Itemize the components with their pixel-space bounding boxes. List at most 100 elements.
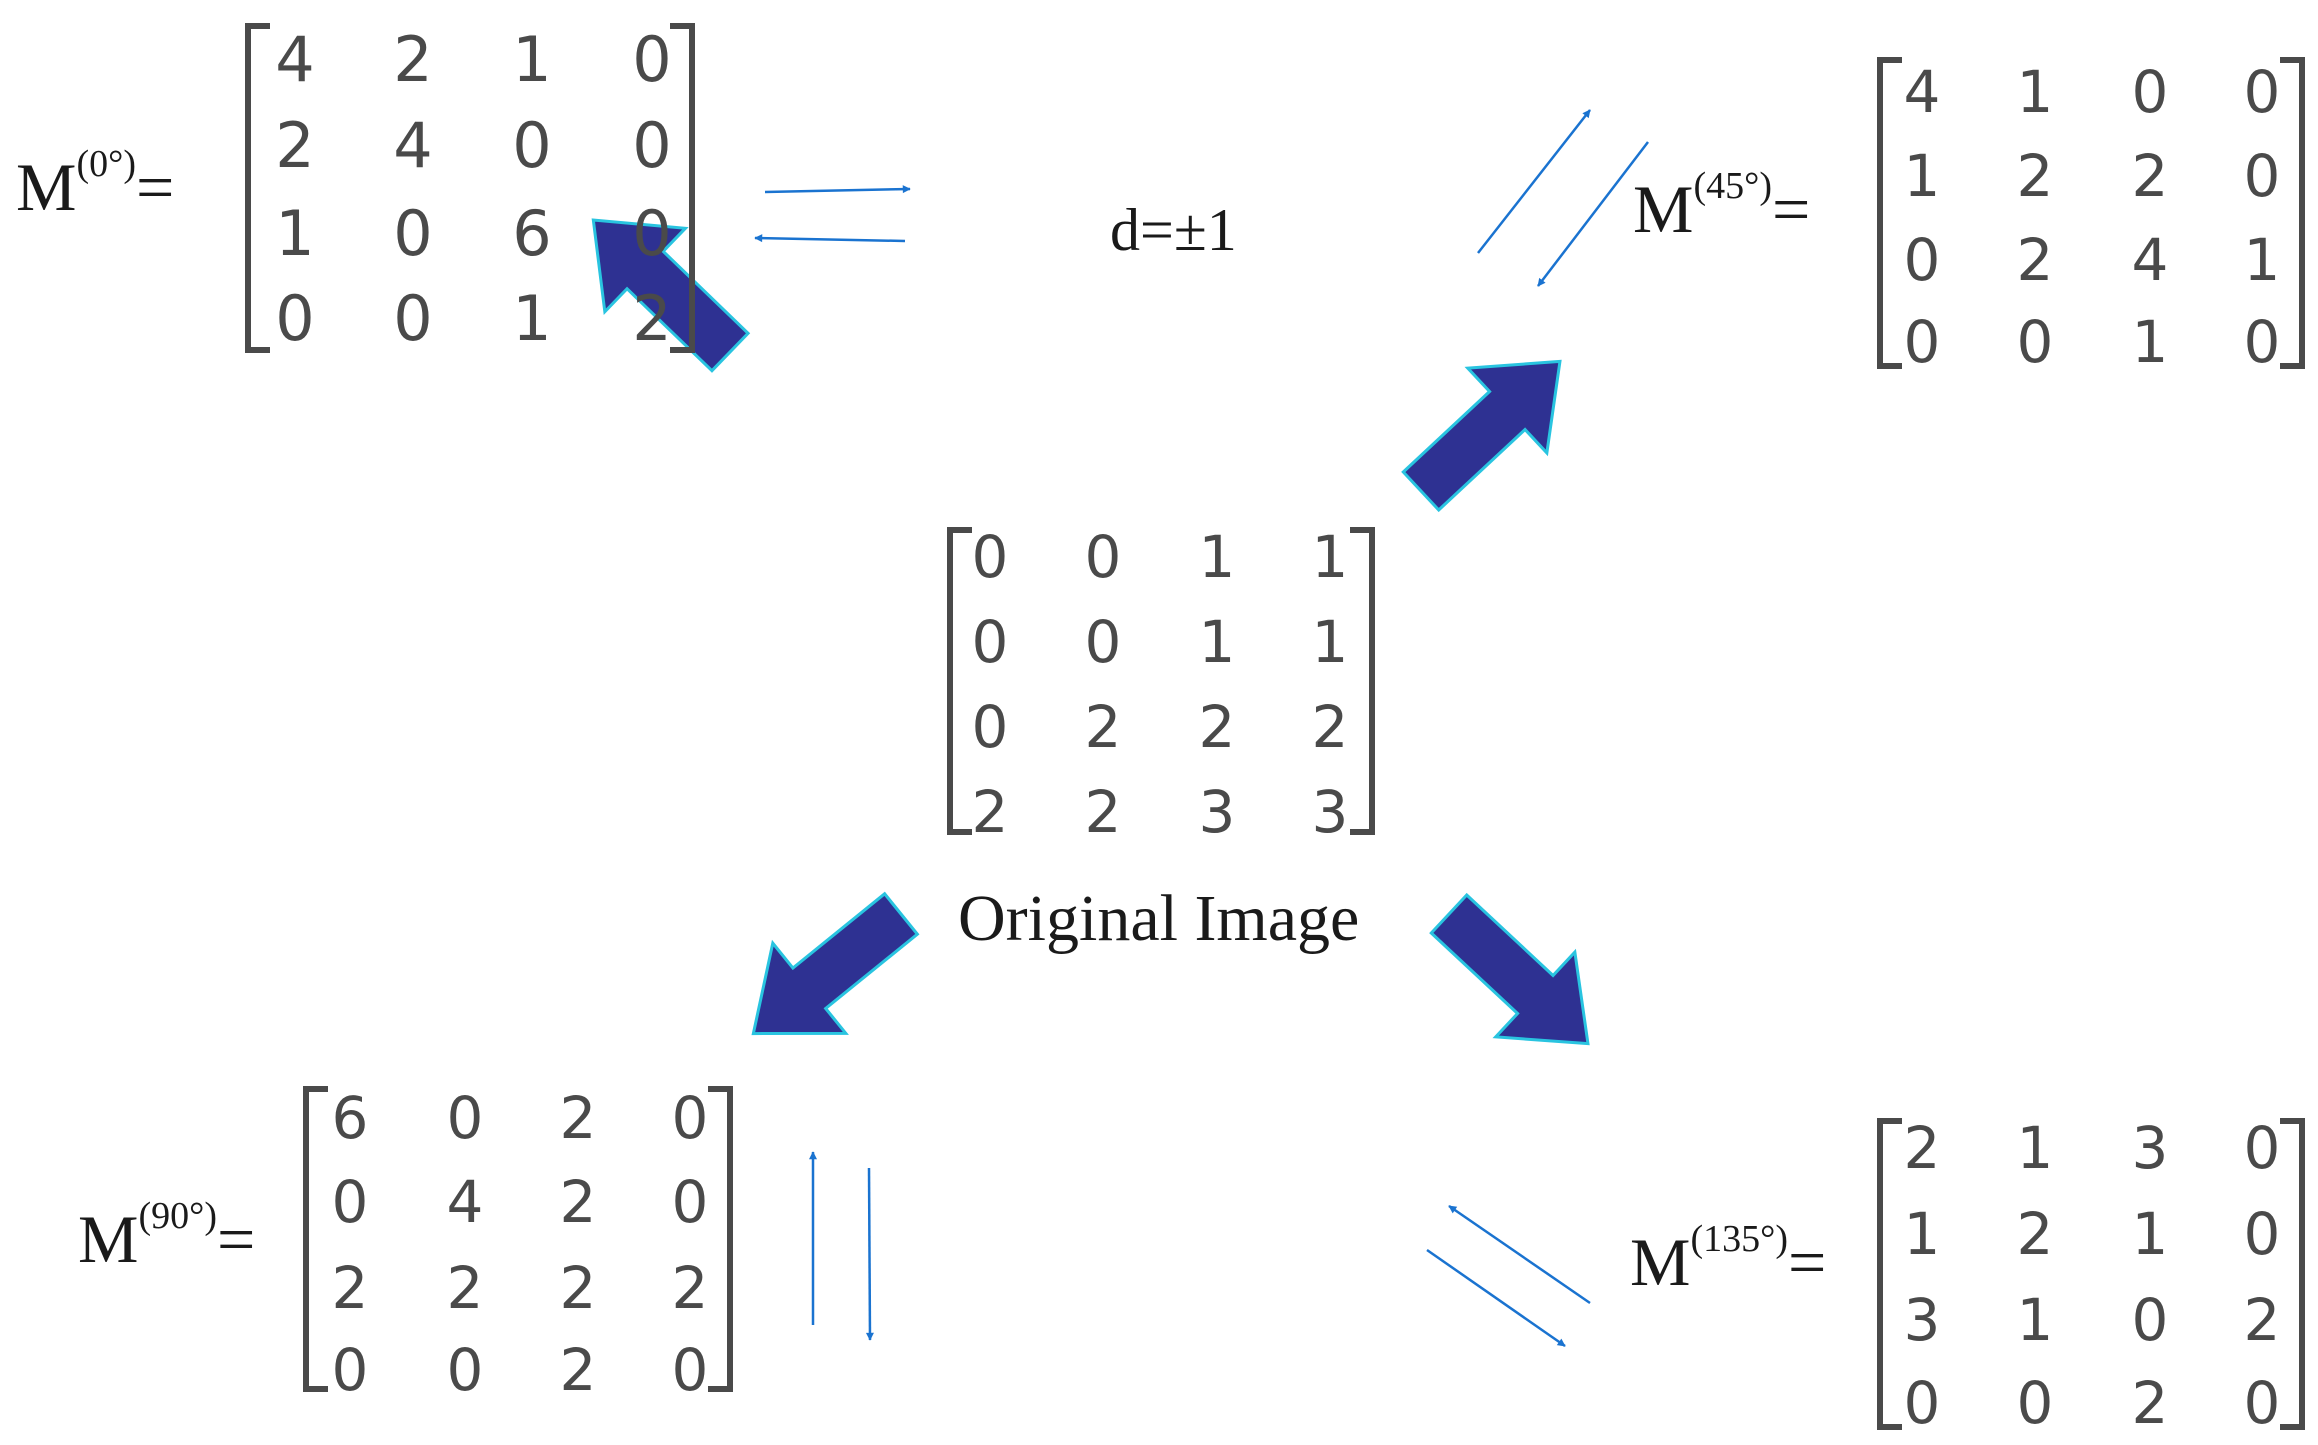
matrix-cell: 2 — [560, 1336, 597, 1404]
matrix-cell: 0 — [672, 1168, 709, 1236]
matrix-cell: 0 — [2132, 58, 2169, 126]
matrix-cell: 0 — [1085, 523, 1122, 591]
matrix-cell: 2 — [560, 1168, 597, 1236]
matrix-cell: 0 — [632, 23, 671, 96]
arrow-down-left — [1537, 141, 1649, 287]
matrix-label-0deg: M(0°)= — [16, 143, 174, 225]
matrix-cell: 0 — [2017, 1369, 2054, 1437]
matrix-cell: 1 — [1312, 523, 1349, 591]
matrix-cell: 2 — [275, 109, 314, 182]
arrow-down — [865, 1167, 874, 1341]
matrix-cell: 2 — [2132, 1369, 2169, 1437]
matrix-cell: 0 — [2244, 308, 2281, 376]
big-arrows — [591, 218, 1590, 1046]
matrix-cell: 2 — [2132, 142, 2169, 210]
matrix-cell: 4 — [447, 1168, 484, 1236]
right-bracket — [2280, 57, 2305, 369]
matrix-cell: 1 — [512, 23, 551, 96]
matrix-cell: 1 — [1199, 608, 1236, 676]
matrix-cell: 2 — [2017, 226, 2054, 294]
matrix-cell: 2 — [393, 23, 432, 96]
matrix-label-superscript: (0°) — [76, 143, 136, 185]
matrix-cell: 2 — [560, 1254, 597, 1322]
matrix-cell: 0 — [2244, 1200, 2281, 1268]
matrix-cell: 0 — [393, 282, 432, 355]
matrix-cell: 4 — [1904, 58, 1941, 126]
matrix-cell: 1 — [512, 282, 551, 355]
matrix-cell: 2 — [1199, 693, 1236, 761]
matrix-cell: 2 — [2244, 1286, 2281, 1354]
matrix-cell: 3 — [1199, 778, 1236, 846]
matrix-cell: 2 — [2017, 1200, 2054, 1268]
matrix-cell: 1 — [1904, 1200, 1941, 1268]
right-bracket — [2280, 1118, 2305, 1430]
right-bracket — [1350, 527, 1375, 835]
matrix-label-base: M — [1633, 171, 1693, 247]
matrix-cell: 6 — [332, 1084, 369, 1152]
matrix-label-equals: = — [1772, 171, 1810, 247]
arrow-right — [764, 185, 911, 194]
matrix-cell: 2 — [447, 1254, 484, 1322]
distance-label: d=±1 — [1110, 197, 1237, 263]
matrix-cell: 0 — [1904, 226, 1941, 294]
matrix-cell: 4 — [393, 109, 432, 182]
matrix-cell: 3 — [1312, 778, 1349, 846]
matrix-cell: 0 — [275, 282, 314, 355]
matrix-cell: 0 — [972, 523, 1009, 591]
matrix-cell: 1 — [1199, 523, 1236, 591]
matrix-cell: 0 — [2244, 142, 2281, 210]
matrix-cell: 0 — [672, 1084, 709, 1152]
arrow-left — [754, 234, 906, 243]
left-bracket — [245, 23, 270, 353]
matrix-label-equals: = — [136, 149, 174, 225]
arrow-down-right — [1426, 1248, 1566, 1348]
matrix-cell: 0 — [632, 197, 671, 270]
matrix-cell: 0 — [332, 1336, 369, 1404]
matrix-cell: 1 — [2017, 1114, 2054, 1182]
matrix-cell: 2 — [1085, 778, 1122, 846]
big-arrow-135deg — [1429, 892, 1590, 1046]
matrix-label-equals: = — [1788, 1224, 1826, 1300]
matrix-cell: 0 — [2244, 1369, 2281, 1437]
matrix-cell: 0 — [972, 608, 1009, 676]
arrow-up-left — [1448, 1204, 1591, 1305]
matrix-cell: 0 — [512, 109, 551, 182]
matrix-cell: 2 — [1904, 1114, 1941, 1182]
matrix-cell: 1 — [2244, 226, 2281, 294]
matrix-cell: 0 — [672, 1336, 709, 1404]
arrow-up-right — [1477, 109, 1591, 254]
right-bracket — [670, 23, 695, 353]
matrix-cell: 2 — [972, 778, 1009, 846]
matrix-cell: 1 — [1312, 608, 1349, 676]
matrix-label-90deg: M(90°)= — [78, 1195, 255, 1277]
left-bracket — [947, 527, 972, 835]
matrix-label-superscript: (90°) — [138, 1195, 217, 1237]
matrix-cell: 4 — [2132, 226, 2169, 294]
big-arrow-90deg — [751, 891, 920, 1036]
matrix-label-superscript: (135°) — [1690, 1218, 1788, 1260]
original-image-caption: Original Image — [958, 882, 1359, 955]
matrix-cell: 1 — [2017, 1286, 2054, 1354]
matrix-cell: 3 — [2132, 1114, 2169, 1182]
matrix-cell: 2 — [2017, 142, 2054, 210]
matrix-cell: 0 — [1904, 308, 1941, 376]
big-arrow-0deg — [591, 218, 751, 373]
matrix-cell: 2 — [672, 1254, 709, 1322]
matrix-cell: 0 — [632, 109, 671, 182]
matrix-cell: 0 — [2244, 58, 2281, 126]
matrix-cell: 0 — [447, 1336, 484, 1404]
matrix-cell: 0 — [447, 1084, 484, 1152]
matrix-cell: 0 — [1904, 1369, 1941, 1437]
matrix-cell: 2 — [560, 1084, 597, 1152]
matrix-cell: 0 — [2244, 1114, 2281, 1182]
big-arrow-45deg — [1401, 359, 1562, 513]
matrix-cell: 1 — [2132, 1200, 2169, 1268]
matrix-cell: 1 — [275, 197, 314, 270]
left-bracket — [1877, 1118, 1902, 1430]
